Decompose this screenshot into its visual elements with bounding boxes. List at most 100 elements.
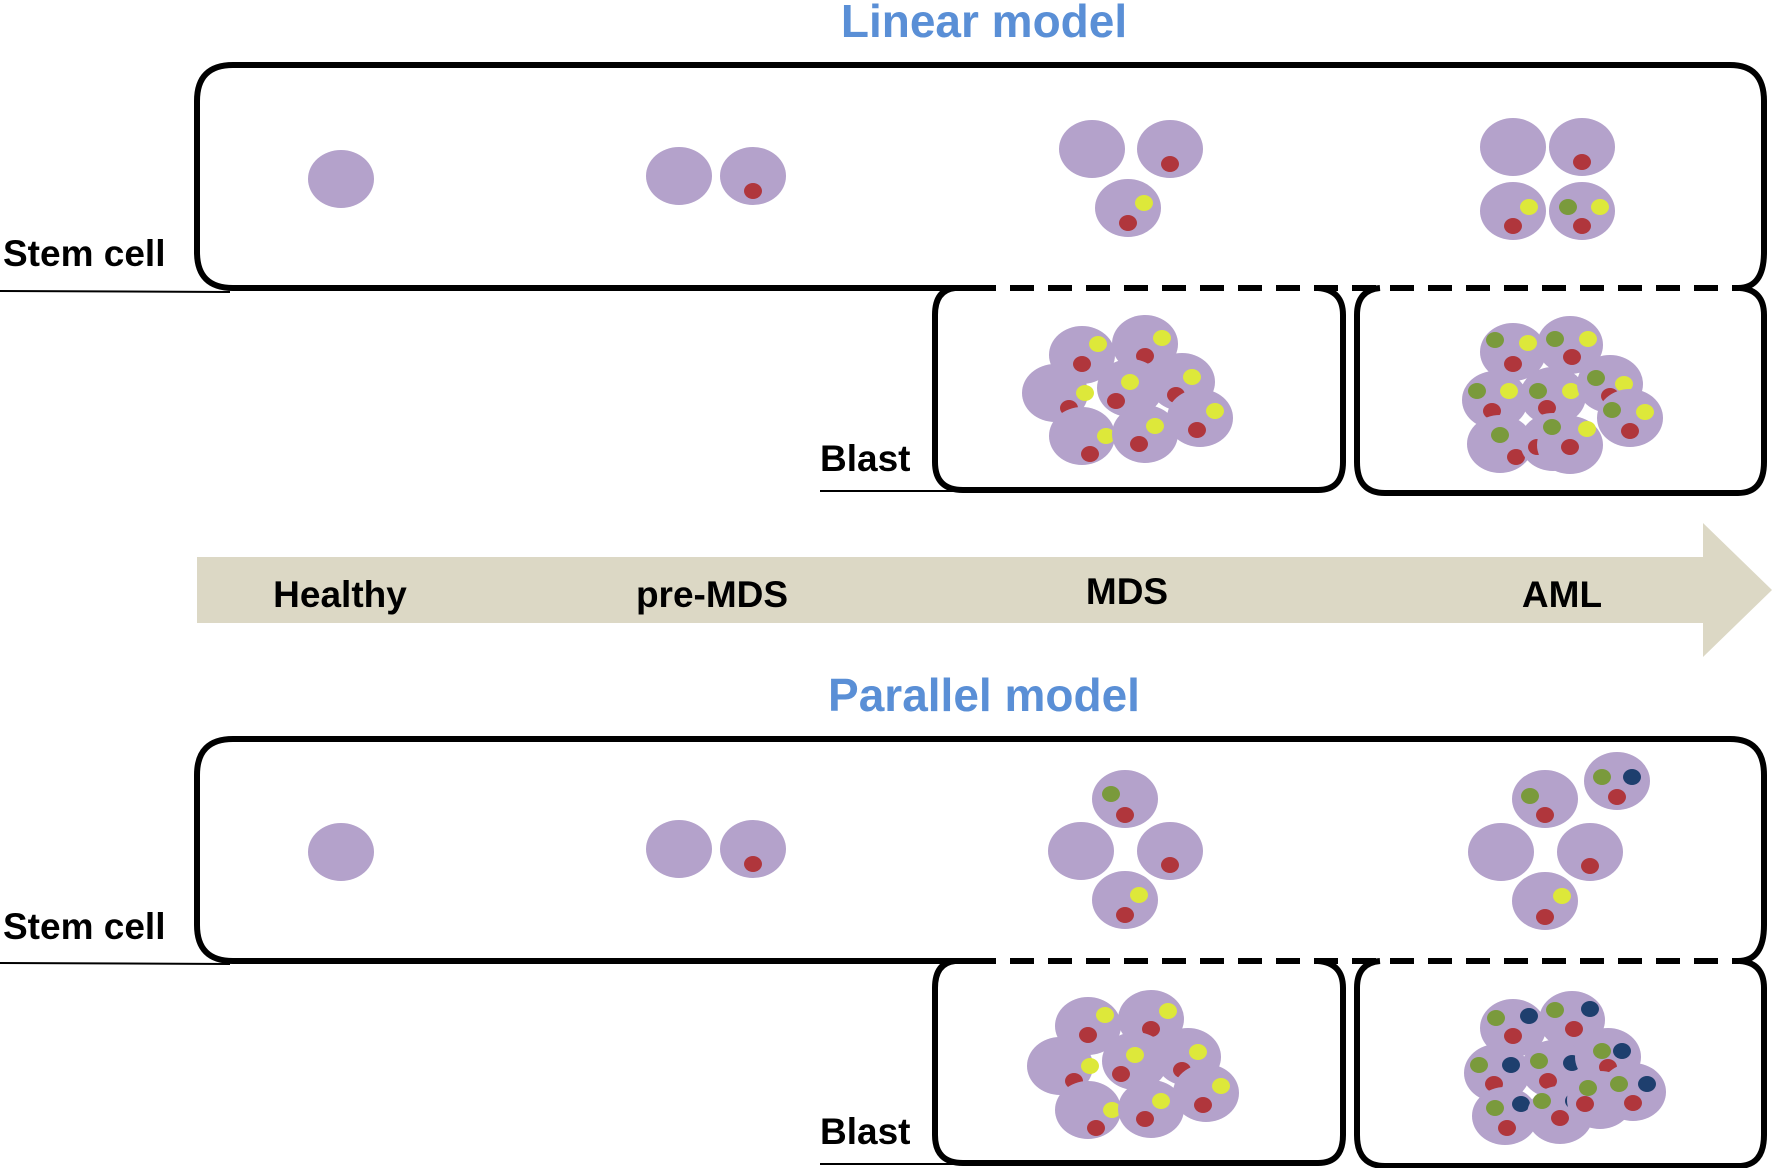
mutation-dot xyxy=(1581,1001,1599,1017)
aml-blast-cell-9 xyxy=(1600,1063,1666,1121)
cell-body xyxy=(1092,770,1158,828)
aml-blast-cell-3 xyxy=(1462,371,1528,429)
aml-stem-cell-a xyxy=(1557,823,1623,881)
mutation-dot xyxy=(1593,1043,1611,1059)
parallel-stem-label-line xyxy=(0,962,231,965)
aml-blast-cell-9 xyxy=(1597,389,1663,447)
mds-stem-cell-ab xyxy=(1095,179,1161,237)
cell-body xyxy=(1167,389,1233,447)
mutation-dot xyxy=(1126,1047,1144,1063)
mutation-dot xyxy=(1153,330,1171,346)
mutation-dot xyxy=(1624,1095,1642,1111)
linear-stem-label: Stem cell xyxy=(3,233,165,274)
mutation-dot xyxy=(1142,1021,1160,1037)
mutation-dot xyxy=(1096,1007,1114,1023)
mutation-dot xyxy=(1146,418,1164,434)
aml-stem-cell-abc xyxy=(1549,182,1615,240)
mds-blast-cell-4 xyxy=(1102,1032,1168,1090)
parallel-stem-compartment xyxy=(194,736,1767,964)
mutation-dot xyxy=(1130,436,1148,452)
cell-body xyxy=(1480,118,1546,176)
mutation-dot xyxy=(1491,427,1509,443)
mutation-dot xyxy=(1102,786,1120,802)
cell-body xyxy=(308,150,374,208)
parallel-model-title: Parallel model xyxy=(828,669,1140,721)
mutation-dot xyxy=(1578,421,1596,437)
mutation-dot xyxy=(1189,1044,1207,1060)
mutation-dot xyxy=(1487,1010,1505,1026)
cell-body xyxy=(646,820,712,878)
mds-blast-cell-7 xyxy=(1118,1080,1184,1138)
mutation-dot xyxy=(1579,331,1597,347)
mutation-dot xyxy=(1107,393,1125,409)
mutation-dot xyxy=(1536,807,1554,823)
cell-body xyxy=(1600,1063,1666,1121)
cell-body xyxy=(308,823,374,881)
mutation-dot xyxy=(1579,1080,1597,1096)
stage-label-aml: AML xyxy=(1522,574,1602,615)
mutation-dot xyxy=(1194,1097,1212,1113)
cell-body xyxy=(1048,822,1114,880)
stage-label-healthy: Healthy xyxy=(273,574,407,615)
healthy-stem-cell xyxy=(308,823,374,881)
cell-body xyxy=(1520,367,1586,425)
aml-stem-cell-wt xyxy=(1480,118,1546,176)
cell-body xyxy=(1537,316,1603,374)
mutation-dot xyxy=(1097,428,1115,444)
mutation-dot xyxy=(1119,215,1137,231)
parallel-blast-label: Blast xyxy=(820,1111,910,1152)
linear-cells xyxy=(308,118,1663,474)
mutation-dot xyxy=(1507,449,1525,465)
mutation-dot xyxy=(1543,419,1561,435)
cell-body xyxy=(720,147,786,205)
mutation-dot xyxy=(1561,439,1579,455)
mutation-dot xyxy=(1212,1078,1230,1094)
mutation-dot xyxy=(1116,907,1134,923)
mutation-dot xyxy=(1581,858,1599,874)
parallel-model-section: Parallel model Stem cell Blast xyxy=(0,669,1767,1168)
mutation-dot xyxy=(1087,1120,1105,1136)
mutation-dot xyxy=(1483,403,1501,419)
stage-label-mds: MDS xyxy=(1086,571,1168,612)
mutation-dot xyxy=(1563,349,1581,365)
mutation-dot xyxy=(1529,383,1547,399)
mutation-dot xyxy=(1159,1003,1177,1019)
mutation-dot xyxy=(1521,788,1539,804)
cell-body xyxy=(1480,182,1546,240)
stage-label-pre-mds: pre-MDS xyxy=(636,574,788,615)
mutation-dot xyxy=(1136,348,1154,364)
aml-blast-cell-6 xyxy=(1472,1087,1538,1145)
mutation-dot xyxy=(1504,218,1522,234)
cell-body xyxy=(1092,871,1158,929)
mutation-dot xyxy=(744,856,762,872)
mutation-dot xyxy=(1559,199,1577,215)
mutation-dot xyxy=(1638,1076,1656,1092)
mutation-dot xyxy=(1623,769,1641,785)
linear-blast-compartment-aml xyxy=(1354,285,1767,496)
mutation-dot xyxy=(1520,199,1538,215)
premds-stem-cell-mut xyxy=(720,820,786,878)
aml-stem-cell-bd xyxy=(1584,752,1650,810)
mutation-dot xyxy=(1116,807,1134,823)
mutation-dot xyxy=(1081,446,1099,462)
aml-blast-cell-6 xyxy=(1467,415,1533,473)
mutation-dot xyxy=(1593,769,1611,785)
mutation-dot xyxy=(1636,404,1654,420)
mds-stem-cell-b xyxy=(1092,770,1158,828)
mutation-dot xyxy=(1553,888,1571,904)
cell-body xyxy=(1549,182,1615,240)
parallel-cells xyxy=(308,752,1666,1145)
mutation-dot xyxy=(1073,356,1091,372)
premds-stem-cell-wt xyxy=(646,147,712,205)
mds-blast-cell-6 xyxy=(1055,1081,1121,1139)
aml-stem-cell-wt xyxy=(1468,823,1534,881)
mutation-dot xyxy=(1603,402,1621,418)
linear-blast-compartment-mds xyxy=(932,285,1346,493)
mutation-dot xyxy=(1130,887,1148,903)
mutation-dot xyxy=(1519,335,1537,351)
mutation-dot xyxy=(1565,1021,1583,1037)
cell-body xyxy=(1059,120,1125,178)
mutation-dot xyxy=(1135,195,1153,211)
mutation-dot xyxy=(1512,1096,1530,1112)
mds-blast-cell-7 xyxy=(1112,405,1178,463)
